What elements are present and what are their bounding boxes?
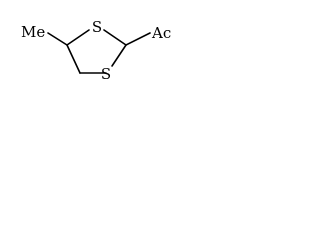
dithiolane-structure-diagram: Me S S Ac <box>21 18 171 83</box>
bond-c2-s1 <box>111 44 127 67</box>
methyl-label: Me <box>21 23 45 41</box>
bond-methyl-c4 <box>47 32 68 46</box>
sulfur-top-label: S <box>92 18 102 36</box>
bond-c4-s3 <box>66 29 90 46</box>
sulfur-bottom-label: S <box>101 65 111 83</box>
bond-s3-c2 <box>103 29 127 46</box>
acetyl-label: Ac <box>151 24 171 42</box>
bond-c2-acetyl <box>125 32 151 46</box>
bond-c5-c4 <box>66 44 81 74</box>
